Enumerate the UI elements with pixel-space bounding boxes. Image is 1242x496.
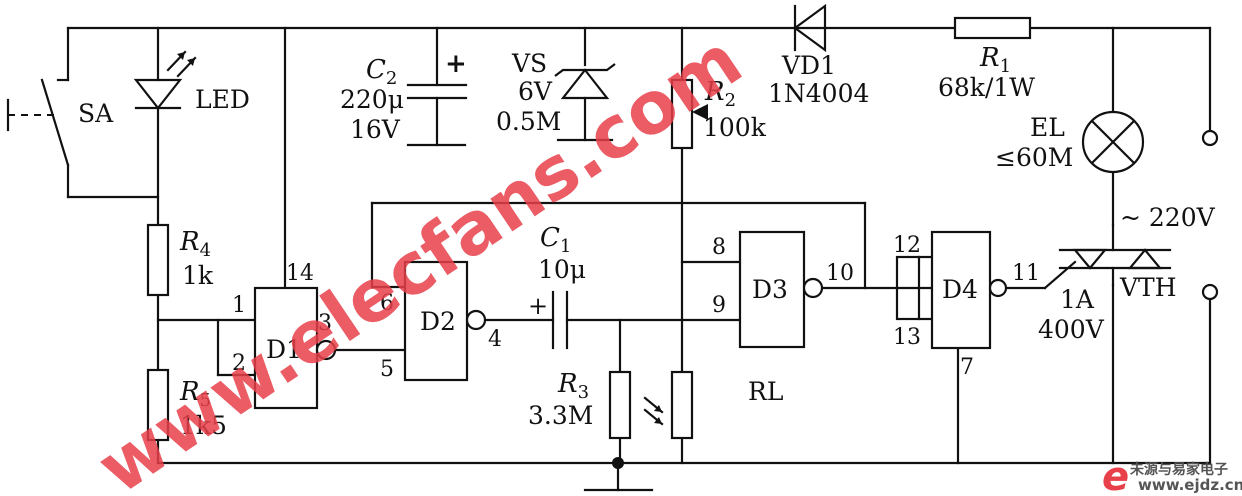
capacitor-c1	[551, 290, 569, 350]
label-vd1-part: 1N4004	[768, 79, 869, 108]
label-el: EL	[1030, 113, 1065, 142]
pin-14: 14	[286, 261, 314, 286]
lamp-el	[1081, 110, 1145, 174]
gate-d1	[253, 286, 337, 410]
labels: SA LED C2 220μ 16V + VS 6V 0.5M VD1 1N40…	[78, 43, 1216, 440]
label-vs-power: 0.5M	[496, 107, 561, 136]
pin-13: 13	[893, 325, 921, 350]
label-r4: R4	[179, 227, 211, 261]
wires	[66, 26, 1212, 492]
label-d1: D1	[266, 335, 302, 364]
label-c2-voltage: 16V	[350, 115, 401, 144]
label-sa: SA	[78, 99, 114, 128]
pin-4: 4	[488, 327, 502, 352]
capacitor-c2	[406, 83, 468, 100]
label-c2-plus: +	[445, 49, 467, 79]
pin-5: 5	[380, 357, 394, 382]
pin-9: 9	[712, 293, 726, 318]
diode-vd1	[793, 3, 827, 53]
resistor-r4	[146, 223, 170, 297]
label-vs-voltage: 6V	[518, 77, 553, 106]
label-d3: D3	[752, 275, 788, 304]
label-r3-value: 3.3M	[528, 401, 593, 430]
watermark-logo-url: www.ejdz.cn	[1138, 476, 1242, 494]
led	[133, 50, 197, 110]
resistor-r3	[608, 370, 632, 440]
zener-vs	[554, 63, 616, 100]
label-d2: D2	[420, 307, 456, 336]
label-r2-value: 100k	[703, 113, 767, 142]
gate-d2	[403, 260, 487, 382]
label-rl: RL	[748, 377, 783, 406]
label-r3: R3	[557, 369, 589, 403]
label-supply: ~ 220V	[1120, 203, 1216, 232]
watermark-logo-letter: e	[1102, 454, 1129, 496]
label-vth: VTH	[1119, 273, 1177, 302]
label-vs: VS	[511, 49, 547, 78]
label-led: LED	[195, 85, 250, 114]
pin-10: 10	[826, 261, 854, 286]
pin-3: 3	[318, 311, 332, 336]
label-c2: C2	[366, 55, 397, 89]
label-r5: R5	[179, 377, 211, 411]
photoresistor-rl	[643, 370, 694, 440]
label-c2-value: 220μ	[340, 85, 404, 114]
pin-12: 12	[893, 233, 921, 258]
gate-d3	[738, 230, 824, 349]
pin-8: 8	[712, 235, 726, 260]
terminal-bottom	[1201, 283, 1219, 301]
label-c1-value: 10μ	[538, 255, 586, 284]
pin-1: 1	[232, 293, 246, 318]
resistor-r5	[146, 368, 170, 442]
label-d4: D4	[942, 275, 978, 304]
pin-6: 6	[380, 291, 394, 316]
resistor-r1	[953, 16, 1032, 40]
label-el-value: ≤60M	[995, 143, 1073, 172]
pin-11: 11	[1012, 261, 1040, 286]
label-r1-value: 68k/1W	[938, 73, 1035, 102]
triac-vth	[1058, 223, 1172, 287]
label-vd1: VD1	[781, 51, 836, 80]
resistor-r2	[670, 78, 694, 150]
pin-2: 2	[232, 351, 246, 376]
label-r5-value: 1k5	[180, 411, 227, 440]
label-r1: R1	[979, 43, 1011, 77]
label-c1: C1	[540, 223, 571, 257]
gate-d4	[930, 230, 1008, 350]
watermark-logo: e 未源与易家电子 www.ejdz.cn	[1102, 454, 1242, 496]
label-vth-current: 1A	[1060, 285, 1095, 314]
label-vth-voltage: 400V	[1038, 315, 1105, 344]
switch-sa	[6, 78, 70, 167]
label-r4-value: 1k	[182, 261, 214, 290]
pin-7: 7	[960, 355, 974, 380]
terminal-top	[1201, 129, 1219, 147]
label-c1-plus: +	[528, 292, 548, 320]
watermark-logo-cn: 未源与易家电子	[1130, 461, 1228, 478]
label-r2: R2	[704, 77, 736, 111]
